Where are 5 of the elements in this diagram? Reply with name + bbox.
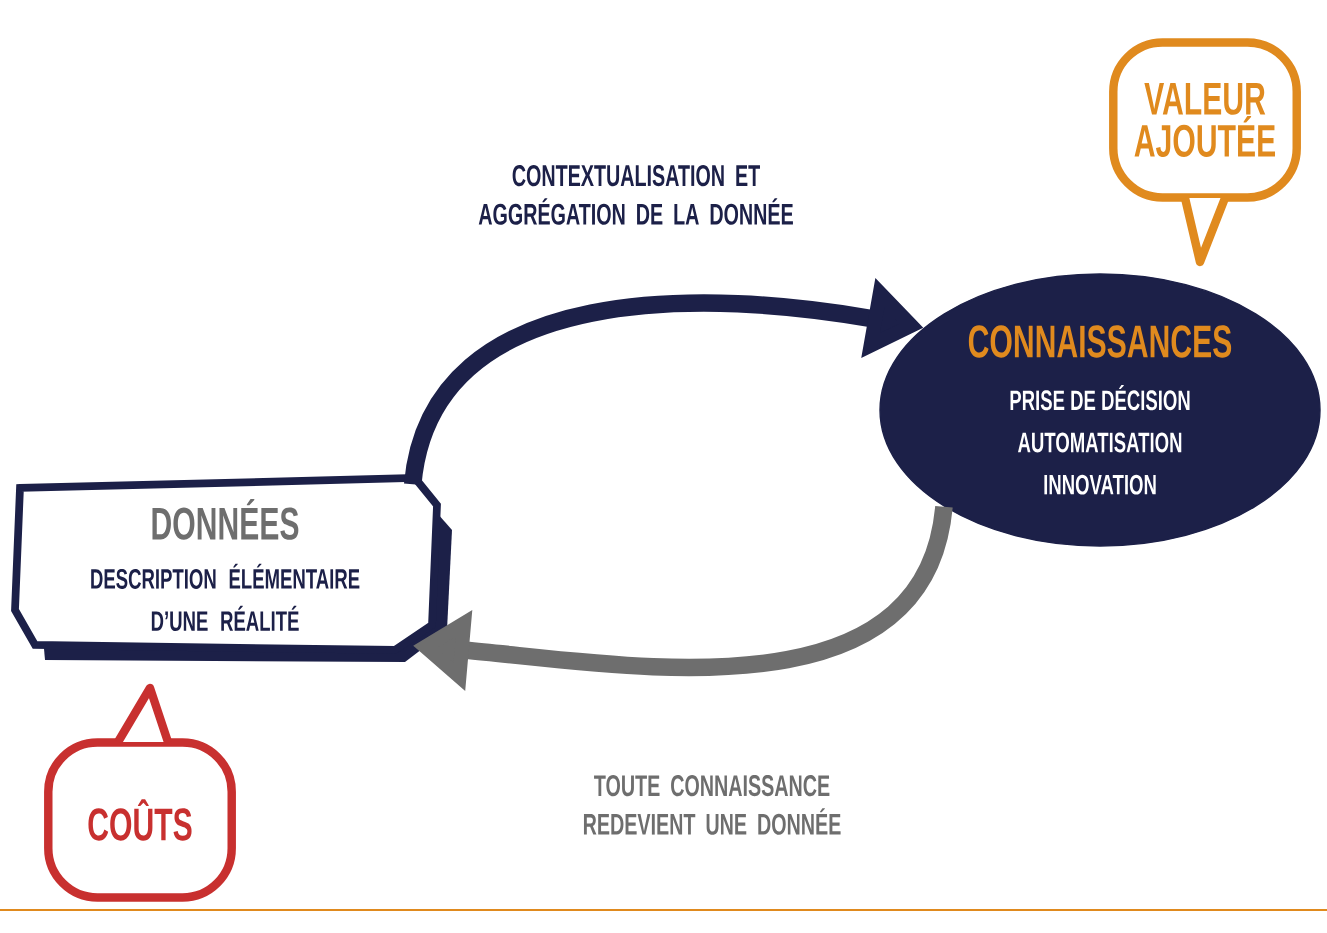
speech-bubble: COÛTS xyxy=(44,683,236,902)
speech-bubble: VALEUR AJOUTÉE xyxy=(1109,38,1301,267)
text-box: DONNÉES DESCRIPTION ÉLÉMENTAIRE D’UNE RÉALITÉ xyxy=(11,474,452,662)
edge-label: CONTEXTUALISATION ET AGGRÉGATION DE LA DONNÉE xyxy=(478,165,793,225)
edge-label: TOUTE CONNAISSANCE REDEVIENT UNE DONNÉE xyxy=(583,775,841,835)
